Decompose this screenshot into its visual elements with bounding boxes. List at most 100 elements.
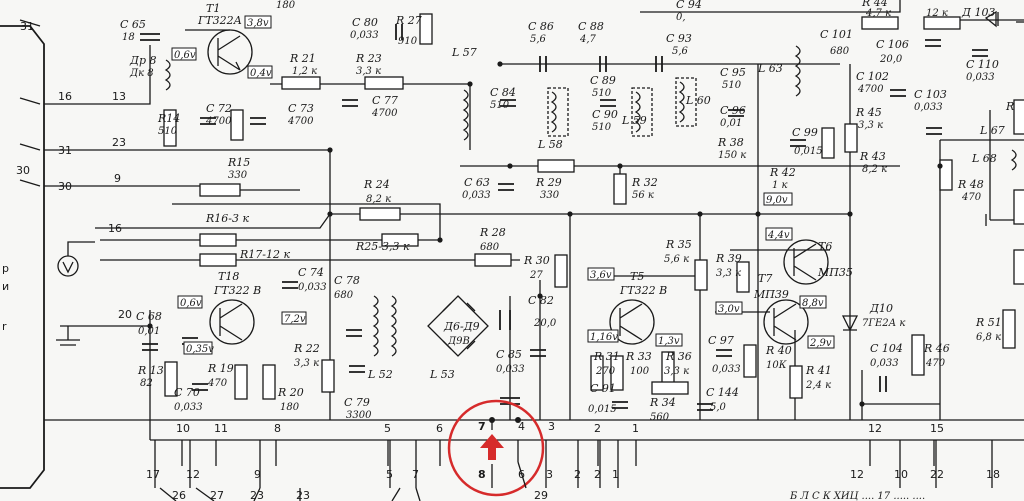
volt-90: 9,0v	[766, 195, 788, 206]
value-c102: 4700	[857, 84, 884, 95]
pin-partial-27: 27	[210, 489, 224, 501]
label-r51: R 51	[975, 316, 1002, 329]
resistors	[163, 13, 1024, 400]
edge-labels: 31 16 31 30 р и r 13 23 9 16 20 30	[2, 20, 132, 333]
type-t6: МП35	[817, 266, 853, 279]
volt-36: 3,6v	[590, 270, 612, 281]
footer-text: Б Л С К ХИЦ .... 17 ..... ....	[789, 491, 925, 501]
label-r29: R 29	[535, 176, 562, 189]
highlight-marker	[447, 399, 545, 497]
label-r33: R 33	[625, 350, 652, 363]
value-c72: 4700	[205, 116, 232, 127]
label-c78: С 78	[334, 274, 360, 287]
volt-13: 1,3v	[658, 336, 680, 347]
pin-upper-15: 15	[930, 422, 944, 435]
label-r14: R14	[157, 112, 180, 125]
value-c88: 4,7	[579, 34, 597, 45]
label-c89: С 89	[590, 74, 616, 87]
value-c82: 20,0	[533, 318, 557, 329]
diodes	[427, 10, 1024, 357]
label-c93: С 93	[666, 32, 692, 45]
label-c63: С 63	[464, 176, 490, 189]
label-r16: R16-3 к	[205, 212, 249, 225]
pin-16: 16	[108, 222, 122, 235]
value-r22: 3,3 к	[294, 358, 319, 369]
label-c95: С 95	[720, 66, 746, 79]
label-r34: R 34	[649, 396, 676, 409]
label-d103: Д 103	[961, 6, 995, 19]
type-t1: ГТ322А	[197, 14, 242, 27]
pin-upper-5: 5	[384, 422, 391, 435]
value-r51: 6,8 к	[976, 332, 1001, 343]
pin-lower-1: 1	[612, 468, 619, 481]
value-r14: 510	[158, 126, 178, 137]
value-c103: 0,033	[914, 102, 943, 113]
value-c106: 20,0	[879, 54, 903, 65]
label-l58: L 58	[537, 138, 563, 151]
label-c73: С 73	[288, 102, 314, 115]
label-r40: R 40	[765, 344, 792, 357]
label-t18: Т18	[218, 270, 239, 283]
value-c85: 0,033	[496, 364, 525, 375]
value-r30: 27	[529, 270, 543, 281]
label-r27: R 27	[395, 14, 422, 27]
value-r39: 3,3 к	[716, 268, 741, 279]
value-c65: 18	[122, 32, 135, 43]
label-r21: R 21	[289, 52, 316, 65]
label-r48: R 48	[957, 178, 984, 191]
type-t7: МП39	[753, 288, 789, 301]
edge-label-r2: r	[2, 320, 7, 333]
label-l59: L 59	[621, 114, 647, 127]
value-d6: Д9В	[447, 336, 470, 347]
pin-lower-8: 8	[478, 468, 486, 481]
value-c96: 0,01	[720, 118, 742, 129]
edge-label-31: 31	[20, 20, 34, 33]
value-c70: 0,033	[174, 402, 203, 413]
meters	[56, 214, 987, 346]
volt-06b: 0,6v	[180, 298, 202, 309]
value-r12k: 12 к	[926, 8, 948, 19]
label-c79: С 79	[344, 396, 370, 409]
value-r42: 1 к	[772, 180, 788, 191]
label-l60: L 60	[685, 94, 711, 107]
edge-label-r: р	[2, 262, 9, 275]
value-r35: 5,6 к	[664, 254, 689, 265]
label-r20: R 20	[277, 386, 304, 399]
label-r32: R 32	[631, 176, 658, 189]
label-c144: С 144	[706, 386, 739, 399]
pin-partial-23b: 23	[296, 489, 310, 501]
type-t5: ГТ322 В	[619, 284, 667, 297]
value-r180: 180	[276, 0, 296, 11]
label-t7: Т7	[758, 272, 772, 285]
label-l53: L 53	[429, 368, 455, 381]
value-r36: 3,3 к	[664, 366, 689, 377]
value-c84: 510	[490, 100, 510, 111]
inductors	[164, 45, 1017, 357]
value-r20: 180	[280, 402, 300, 413]
volt-29: 2,9v	[809, 338, 832, 349]
pin-20: 20	[118, 308, 132, 321]
value-r32: 56 к	[632, 190, 654, 201]
label-c80: С 80	[352, 16, 378, 29]
pin-upper-12: 12	[868, 422, 882, 435]
volt-44: 4,4v	[767, 230, 790, 241]
label-c74: С 74	[298, 266, 324, 279]
highlight-arrow-icon	[480, 434, 504, 460]
label-c91: С 91	[590, 382, 616, 395]
volt-04: 0,4v	[250, 68, 272, 79]
value-r34: 560	[650, 412, 670, 423]
value-c90: 510	[592, 122, 612, 133]
label-c86: С 86	[528, 20, 554, 33]
value-r40: 10К	[766, 360, 787, 371]
value-dr8: Дк 8	[129, 68, 154, 79]
value-c104: 0,033	[870, 358, 899, 369]
value-r31: 270	[595, 366, 616, 377]
pin-lower-18: 18	[986, 468, 1000, 481]
pin-upper-10: 10	[176, 422, 190, 435]
label-r31: R 31	[593, 350, 620, 363]
pin-lower-3: 3	[546, 468, 553, 481]
value-r38: 150 к	[718, 150, 746, 161]
label-c110: С 110	[966, 58, 999, 71]
value-r21: 1,2 к	[292, 66, 317, 77]
